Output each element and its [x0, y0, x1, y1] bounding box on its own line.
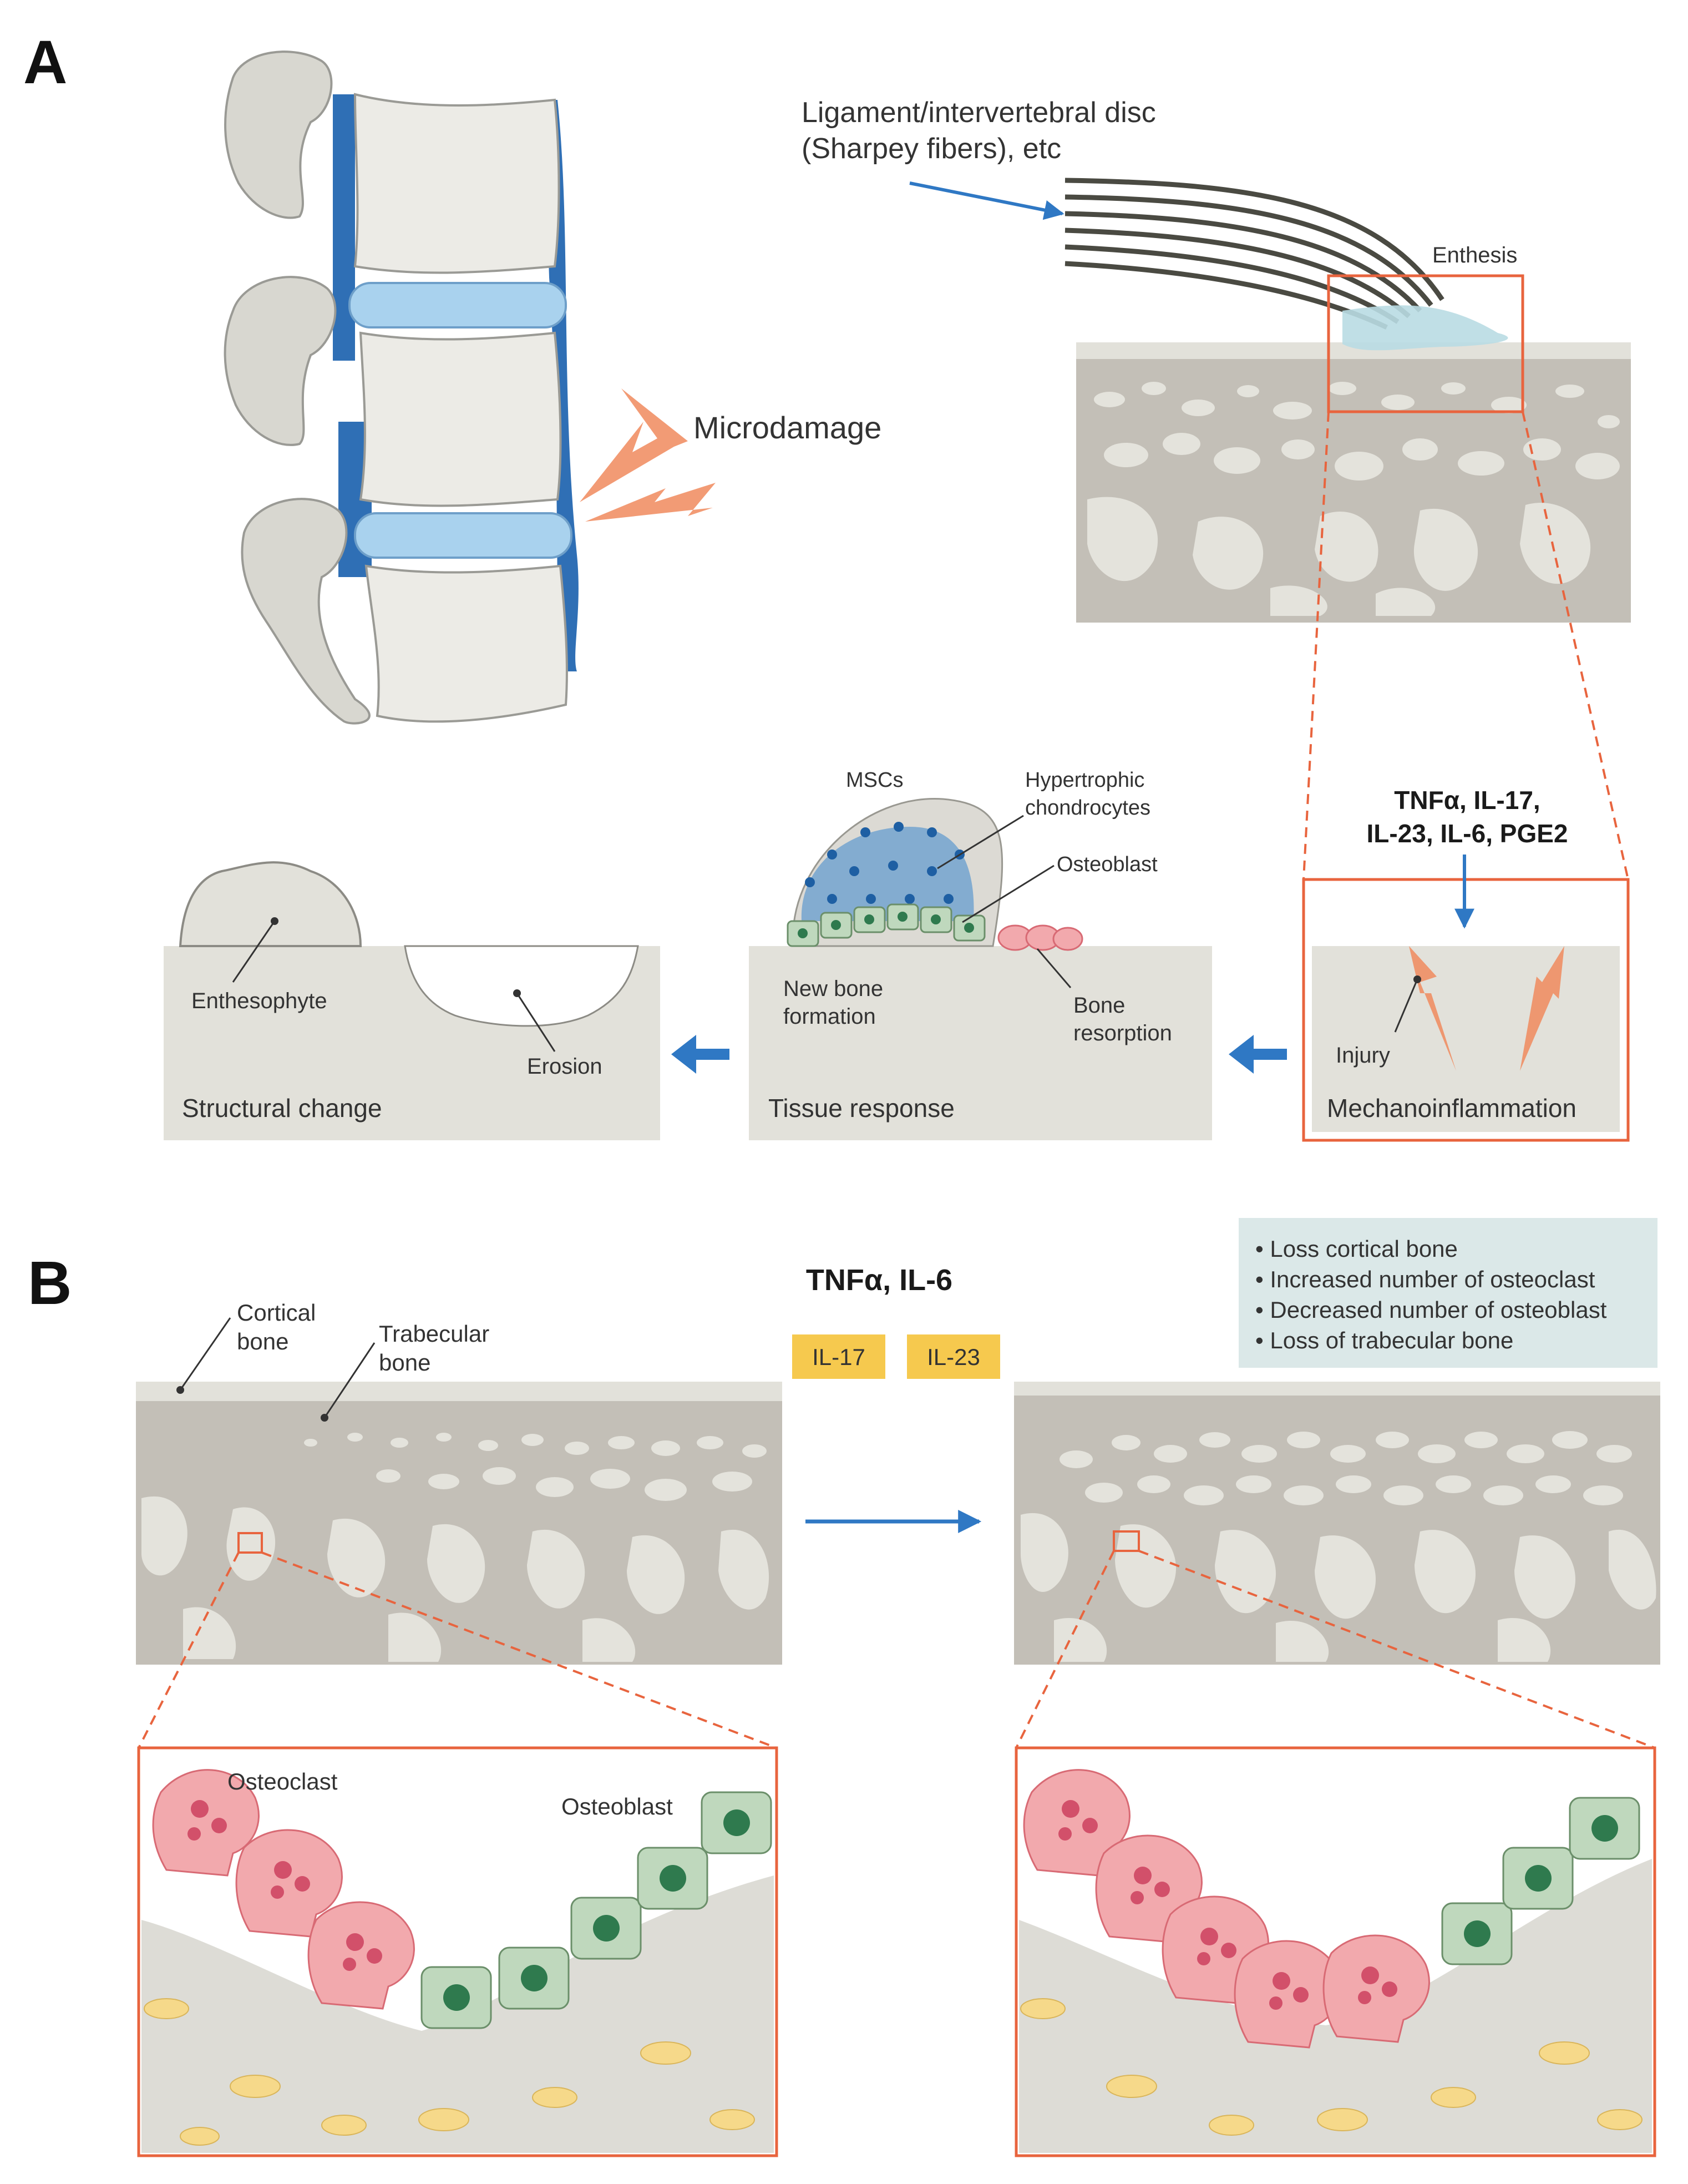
tissue-response-title: Tissue response: [768, 1094, 955, 1123]
tissue-resorption-cells: [997, 924, 1083, 951]
cortical-label-2: bone: [237, 1328, 288, 1354]
effect-2: • Increased number of osteoclast: [1255, 1266, 1595, 1292]
effects-box: [1239, 1218, 1657, 1368]
zoom-box-after: [1015, 1746, 1656, 2157]
enthesis-highlight-box: [1327, 274, 1524, 413]
ligament-label-line2: (Sharpey fibers), etc: [802, 133, 1061, 165]
mechano-bone: [1312, 946, 1620, 1132]
flow-arrow-right: [1229, 1035, 1287, 1074]
zoom-line-left: [1302, 411, 1330, 880]
bone-block-after: [1014, 1382, 1660, 1665]
zoom-box-before: [137, 1746, 778, 2157]
cytokines-line2: IL-23, IL-6, PGE2: [1367, 819, 1568, 848]
hypertrophic-label-2: chondrocytes: [1025, 796, 1150, 820]
new-bone-label-2: formation: [783, 1004, 876, 1029]
microdamage-bolts: [580, 388, 716, 522]
mscs-label: MSCs: [846, 769, 903, 792]
panel-label-b: B: [28, 1249, 72, 1317]
ligament-arrow: [909, 181, 1064, 220]
injury-bolt-1: [1409, 946, 1456, 1071]
panel-label-a: A: [23, 28, 67, 97]
effect-4: • Loss of trabecular bone: [1255, 1327, 1513, 1353]
ligament-label-line1: Ligament/intervertebral disc: [802, 97, 1156, 129]
effect-3: • Decreased number of osteoblast: [1255, 1297, 1607, 1323]
resorption-label-1: Bone: [1073, 993, 1125, 1018]
ligament-fibers: [1064, 178, 1444, 330]
zoom-line-right: [1522, 411, 1629, 880]
tag-il23-bg: [907, 1334, 1000, 1379]
enthesophyte-label: Enthesophyte: [191, 989, 327, 1013]
effect-1: • Loss cortical bone: [1255, 1236, 1458, 1262]
mechano-title: Mechanoinflammation: [1327, 1094, 1577, 1123]
structural-change-title: Structural change: [182, 1094, 382, 1123]
cytokines-b: TNFα, IL-6: [806, 1263, 952, 1297]
osteoblast-label-b: Osteoblast: [561, 1793, 673, 1819]
injury-label: Injury: [1336, 1043, 1390, 1068]
tissue-response-box: [749, 946, 1212, 1140]
erosion-shape: [404, 945, 639, 1027]
osteoblast-label-a: Osteoblast: [1057, 853, 1158, 876]
injury-bolt-2: [1520, 946, 1564, 1071]
erosion-label: Erosion: [527, 1054, 602, 1079]
bone-block-before: [136, 1382, 782, 1665]
cortical-label-1: Cortical: [237, 1300, 316, 1326]
enthesis-bone-block: [1076, 305, 1631, 623]
microdamage-label: Microdamage: [693, 410, 881, 445]
osteoclast-label: Osteoclast: [227, 1768, 338, 1794]
new-bone-label-1: New bone: [783, 977, 883, 1001]
flow-arrow-left: [671, 1035, 729, 1074]
tag-il23: IL-23: [927, 1344, 980, 1370]
cytokines-line1: TNFα, IL-17,: [1394, 786, 1540, 815]
trabecular-label-1: Trabecular: [379, 1321, 489, 1347]
tag-il17-bg: [792, 1334, 885, 1379]
resorption-label-2: resorption: [1073, 1021, 1172, 1045]
trabecular-label-2: bone: [379, 1349, 430, 1376]
tag-il17: IL-17: [812, 1344, 865, 1370]
enthesis-label: Enthesis: [1432, 243, 1517, 267]
spine-illustration: [224, 50, 579, 725]
hypertrophic-label-1: Hypertrophic: [1025, 769, 1144, 792]
enthesophyte-shape: [179, 861, 362, 947]
